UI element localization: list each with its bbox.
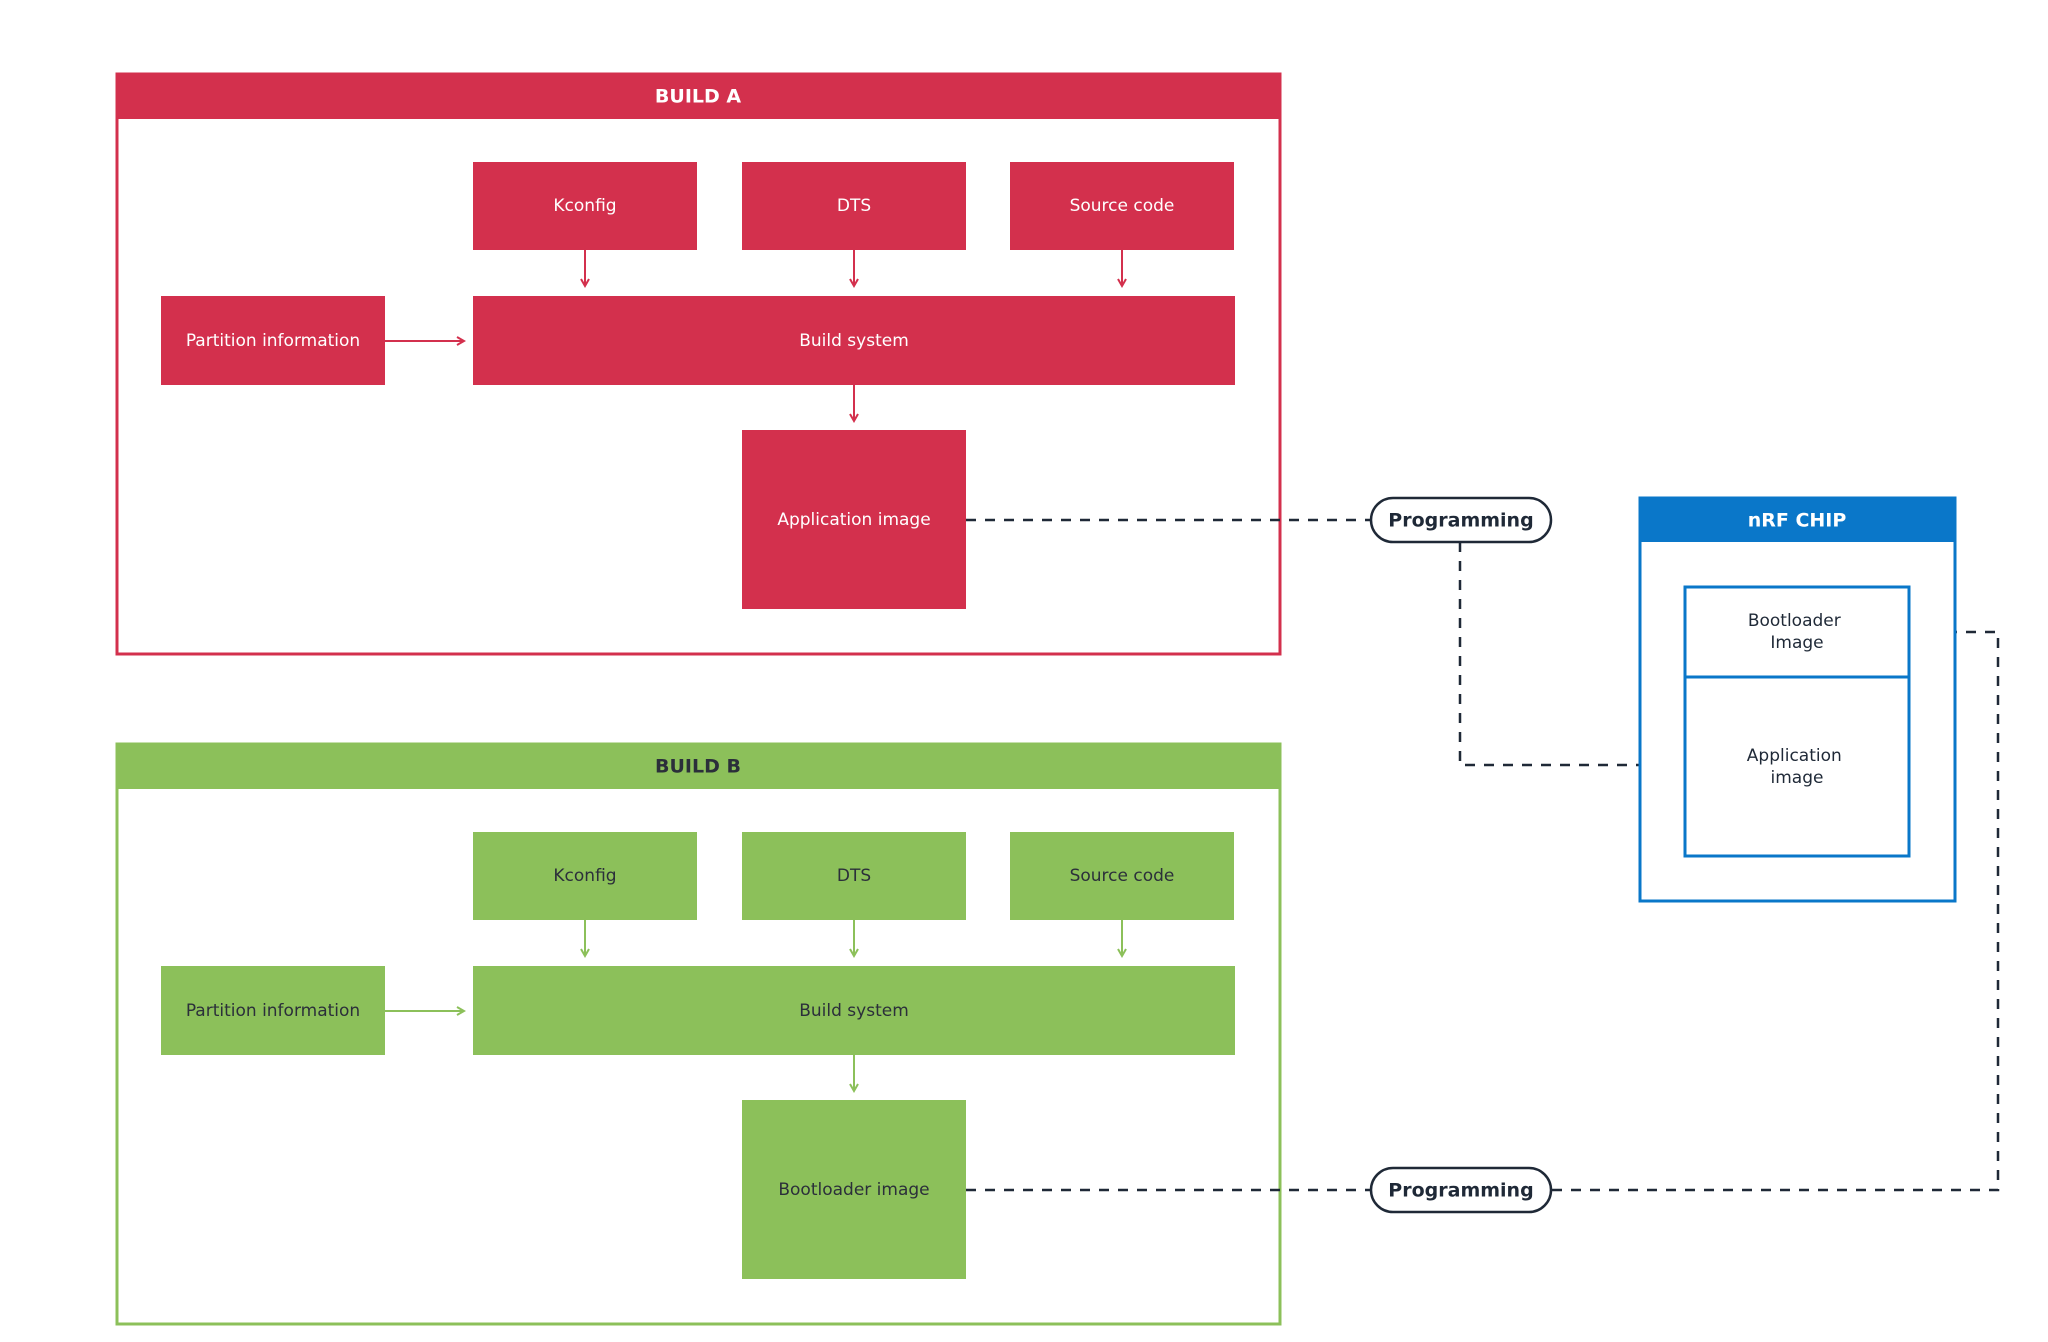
programming-connectors (966, 518, 2000, 1192)
build-b-bootloader-image-box (742, 1100, 966, 1279)
build-a-source-code-box (1010, 162, 1234, 250)
build-a-application-image-label: Application image (777, 510, 930, 530)
programming-bottom-pill (1369, 1166, 1553, 1214)
build-b-source-code-label: Source code (1070, 866, 1175, 886)
build-b-group: BUILD B Kconfig DTS Source code Partitio… (115, 742, 1282, 1326)
build-a-header (117, 74, 1280, 119)
chip-bootloader-image-label: Bootloader Image (1748, 611, 1846, 653)
build-b-title: BUILD B (655, 756, 741, 778)
build-b-partition-info-label: Partition information (186, 1001, 360, 1021)
nrf-chip-header (1640, 498, 1955, 542)
build-b-source-code-box (1010, 832, 1234, 920)
build-b-header (117, 744, 1280, 789)
build-a-dts-label: DTS (837, 196, 871, 216)
chip-application-line2: image (1771, 768, 1824, 788)
build-a-build-system-box (473, 296, 1235, 385)
build-a-dts-box (742, 162, 966, 250)
chip-application-image-label: Application image (1747, 746, 1847, 788)
programming-top-node: Programming (1369, 496, 1553, 544)
build-a-build-system-label: Build system (799, 331, 909, 351)
programming-bottom-node: Programming (1369, 1166, 1553, 1214)
programming-top-label: Programming (1388, 510, 1533, 532)
nrf-chip-title: nRF CHIP (1748, 510, 1847, 532)
build-b-kconfig-box (473, 832, 697, 920)
build-a-source-code-label: Source code (1070, 196, 1175, 216)
build-b-build-system-label: Build system (799, 1001, 909, 1021)
build-a-partition-info-label: Partition information (186, 331, 360, 351)
chip-bootloader-line2: Image (1770, 633, 1823, 653)
build-b-partition-info-box (161, 966, 385, 1055)
build-a-group: BUILD A Kconfig DTS Source code Partitio… (115, 72, 1282, 656)
build-b-build-system-box (473, 966, 1235, 1055)
programming-to-chip-application-line (1458, 542, 1678, 769)
programming-top-pill (1369, 496, 1553, 544)
build-a-kconfig-label: Kconfig (553, 196, 616, 216)
build-b-dts-label: DTS (837, 866, 871, 886)
chip-application-line1: Application (1747, 746, 1842, 766)
build-a-kconfig-box (473, 162, 697, 250)
build-a-title: BUILD A (655, 86, 741, 108)
build-b-kconfig-label: Kconfig (553, 866, 616, 886)
build-a-application-image-box (742, 430, 966, 609)
programming-to-chip-bootloader-line (1552, 628, 2000, 1192)
build-b-dts-box (742, 832, 966, 920)
chip-memory-map (1683, 585, 1911, 858)
nrf-chip-group: nRF CHIP Bootloader Image Application im… (1638, 496, 1957, 903)
programming-bottom-label: Programming (1388, 1180, 1533, 1202)
build-b-bootloader-image-label: Bootloader image (778, 1180, 929, 1200)
build-a-partition-info-box (161, 296, 385, 385)
chip-bootloader-line1: Bootloader (1748, 611, 1841, 631)
